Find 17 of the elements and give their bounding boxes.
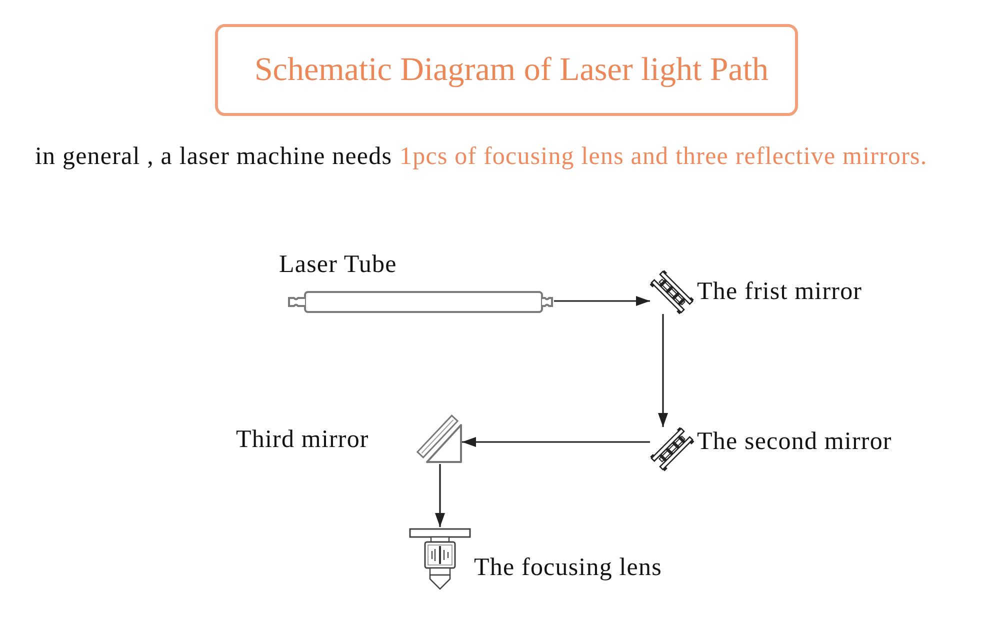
laser-head-drawing	[408, 527, 472, 591]
arrow	[462, 437, 650, 447]
mirror-drawing	[416, 414, 462, 464]
arrow	[658, 314, 668, 427]
intro-text: in general , a laser machine needs	[35, 143, 392, 170]
laser-tube-drawing	[286, 290, 554, 314]
part-label: The frist mirror	[697, 277, 862, 307]
arrow	[435, 464, 445, 527]
diagram-title: Schematic Diagram of Laser light Path	[215, 24, 798, 116]
part-label: The focusing lens	[474, 553, 662, 583]
part-label: Laser Tube	[279, 250, 397, 280]
mirror-mount-drawing	[650, 270, 694, 314]
part-label: Third mirror	[236, 425, 369, 455]
mirror-mount-drawing	[650, 427, 694, 471]
part-label: The second mirror	[697, 427, 892, 457]
highlighted-text: 1pcs of focusing lens and three reflective mirrors.	[400, 143, 928, 170]
arrow	[554, 296, 650, 306]
